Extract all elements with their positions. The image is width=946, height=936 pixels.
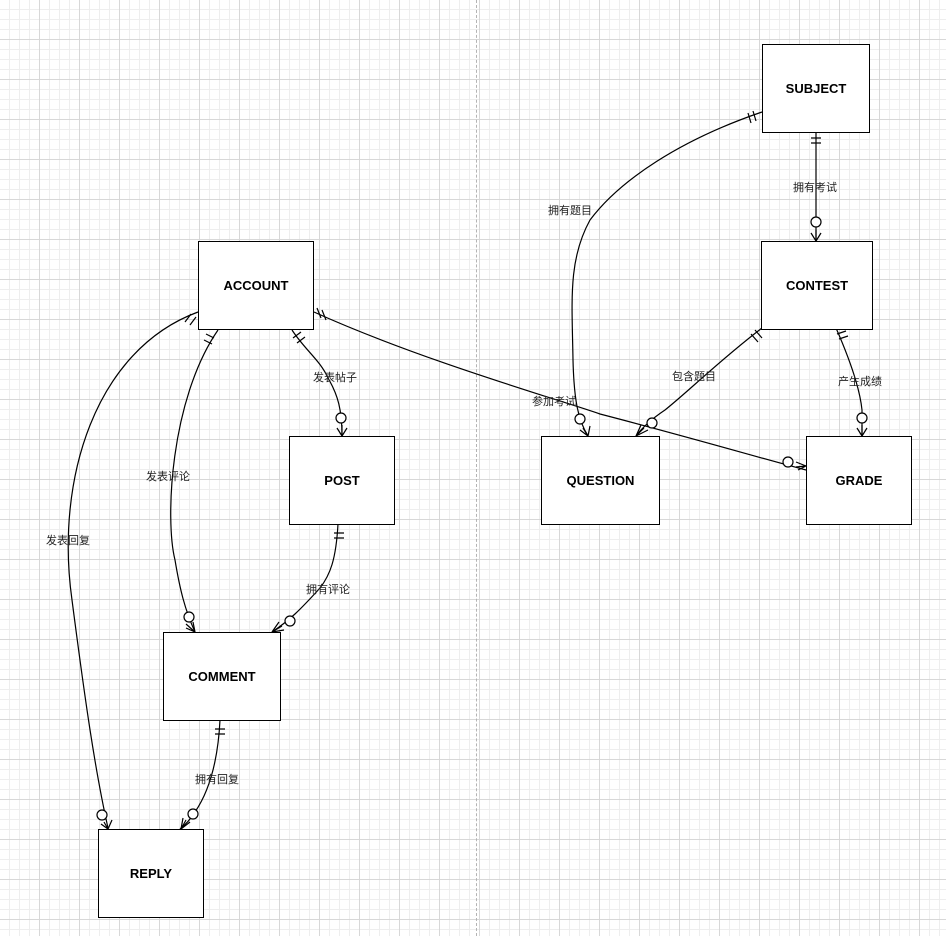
many-circle-reply-right: [187, 808, 199, 820]
entity-reply-label: REPLY: [129, 866, 173, 881]
entity-subject[interactable]: SUBJECT: [762, 44, 870, 133]
label-has-comment: 拥有评论: [306, 582, 350, 596]
label-take-exam: 参加考试: [532, 394, 576, 408]
many-circle-grade-top: [856, 412, 868, 424]
connector-subject-question: [571, 111, 763, 437]
entity-comment[interactable]: COMMENT: [163, 632, 281, 721]
connector-contest-question: [635, 327, 763, 437]
entity-post[interactable]: POST: [289, 436, 395, 525]
connector-contest-grade: [835, 327, 863, 436]
many-circle-question-left: [574, 413, 586, 425]
entity-grade-label: GRADE: [835, 473, 883, 488]
crow-foot-grade-left: [795, 461, 807, 471]
one-mark-account-reply: [184, 313, 197, 326]
entity-subject-label: SUBJECT: [785, 81, 847, 96]
connector-account-comment: [170, 329, 219, 633]
one-mark-contest-question: [750, 329, 763, 343]
label-contains-question: 包含题目: [672, 369, 716, 383]
crow-foot-contest: [810, 230, 822, 242]
label-has-question: 拥有题目: [548, 203, 592, 217]
crow-foot-reply-left: [100, 819, 113, 830]
entity-contest-label: CONTEST: [785, 278, 849, 293]
entity-question[interactable]: QUESTION: [541, 436, 660, 525]
crow-foot-reply-right: [180, 817, 191, 830]
many-circle-comment-right: [284, 615, 296, 627]
one-mark-account-comment: [203, 333, 215, 345]
one-mark-account-post: [292, 331, 306, 344]
label-has-exam: 拥有考试: [793, 180, 837, 194]
many-circle-contest: [810, 216, 822, 228]
connector-account-grade: [313, 311, 807, 471]
connector-account-reply: [67, 311, 199, 829]
crow-foot-question-left: [579, 425, 591, 437]
crow-foot-question-right: [635, 424, 649, 437]
crow-foot-comment-left: [185, 621, 196, 633]
one-mark-post-comment: [334, 532, 344, 539]
one-mark-subject-question: [747, 110, 757, 124]
entity-reply[interactable]: REPLY: [98, 829, 204, 918]
connector-post-comment: [271, 523, 339, 633]
many-circle-grade-left: [782, 456, 794, 468]
label-has-reply: 拥有回复: [195, 772, 239, 786]
many-circle-reply-left: [96, 809, 108, 821]
section-divider: [476, 0, 477, 936]
one-mark-subject-contest: [811, 137, 821, 144]
many-circle-post: [335, 412, 347, 424]
entity-account-label: ACCOUNT: [223, 278, 289, 293]
crow-foot-grade-top: [856, 425, 868, 437]
entity-question-label: QUESTION: [566, 473, 635, 488]
entity-grade[interactable]: GRADE: [806, 436, 912, 525]
entity-post-label: POST: [324, 473, 360, 488]
entity-account[interactable]: ACCOUNT: [198, 241, 314, 330]
many-circle-comment-left: [183, 611, 195, 623]
crow-foot-comment-right: [271, 621, 285, 633]
entity-contest[interactable]: CONTEST: [761, 241, 873, 330]
many-circle-question-right: [646, 417, 658, 429]
entity-comment-label: COMMENT: [188, 669, 256, 684]
label-publish-comment: 发表评论: [146, 469, 190, 483]
label-publish-post: 发表帖子: [313, 370, 357, 384]
label-publish-reply: 发表回复: [46, 533, 90, 547]
one-mark-account-grade: [316, 307, 327, 321]
one-mark-contest-grade: [836, 330, 849, 340]
one-mark-comment-reply: [215, 728, 225, 735]
crow-foot-post: [336, 425, 348, 437]
label-produce-grade: 产生成绩: [838, 374, 882, 388]
